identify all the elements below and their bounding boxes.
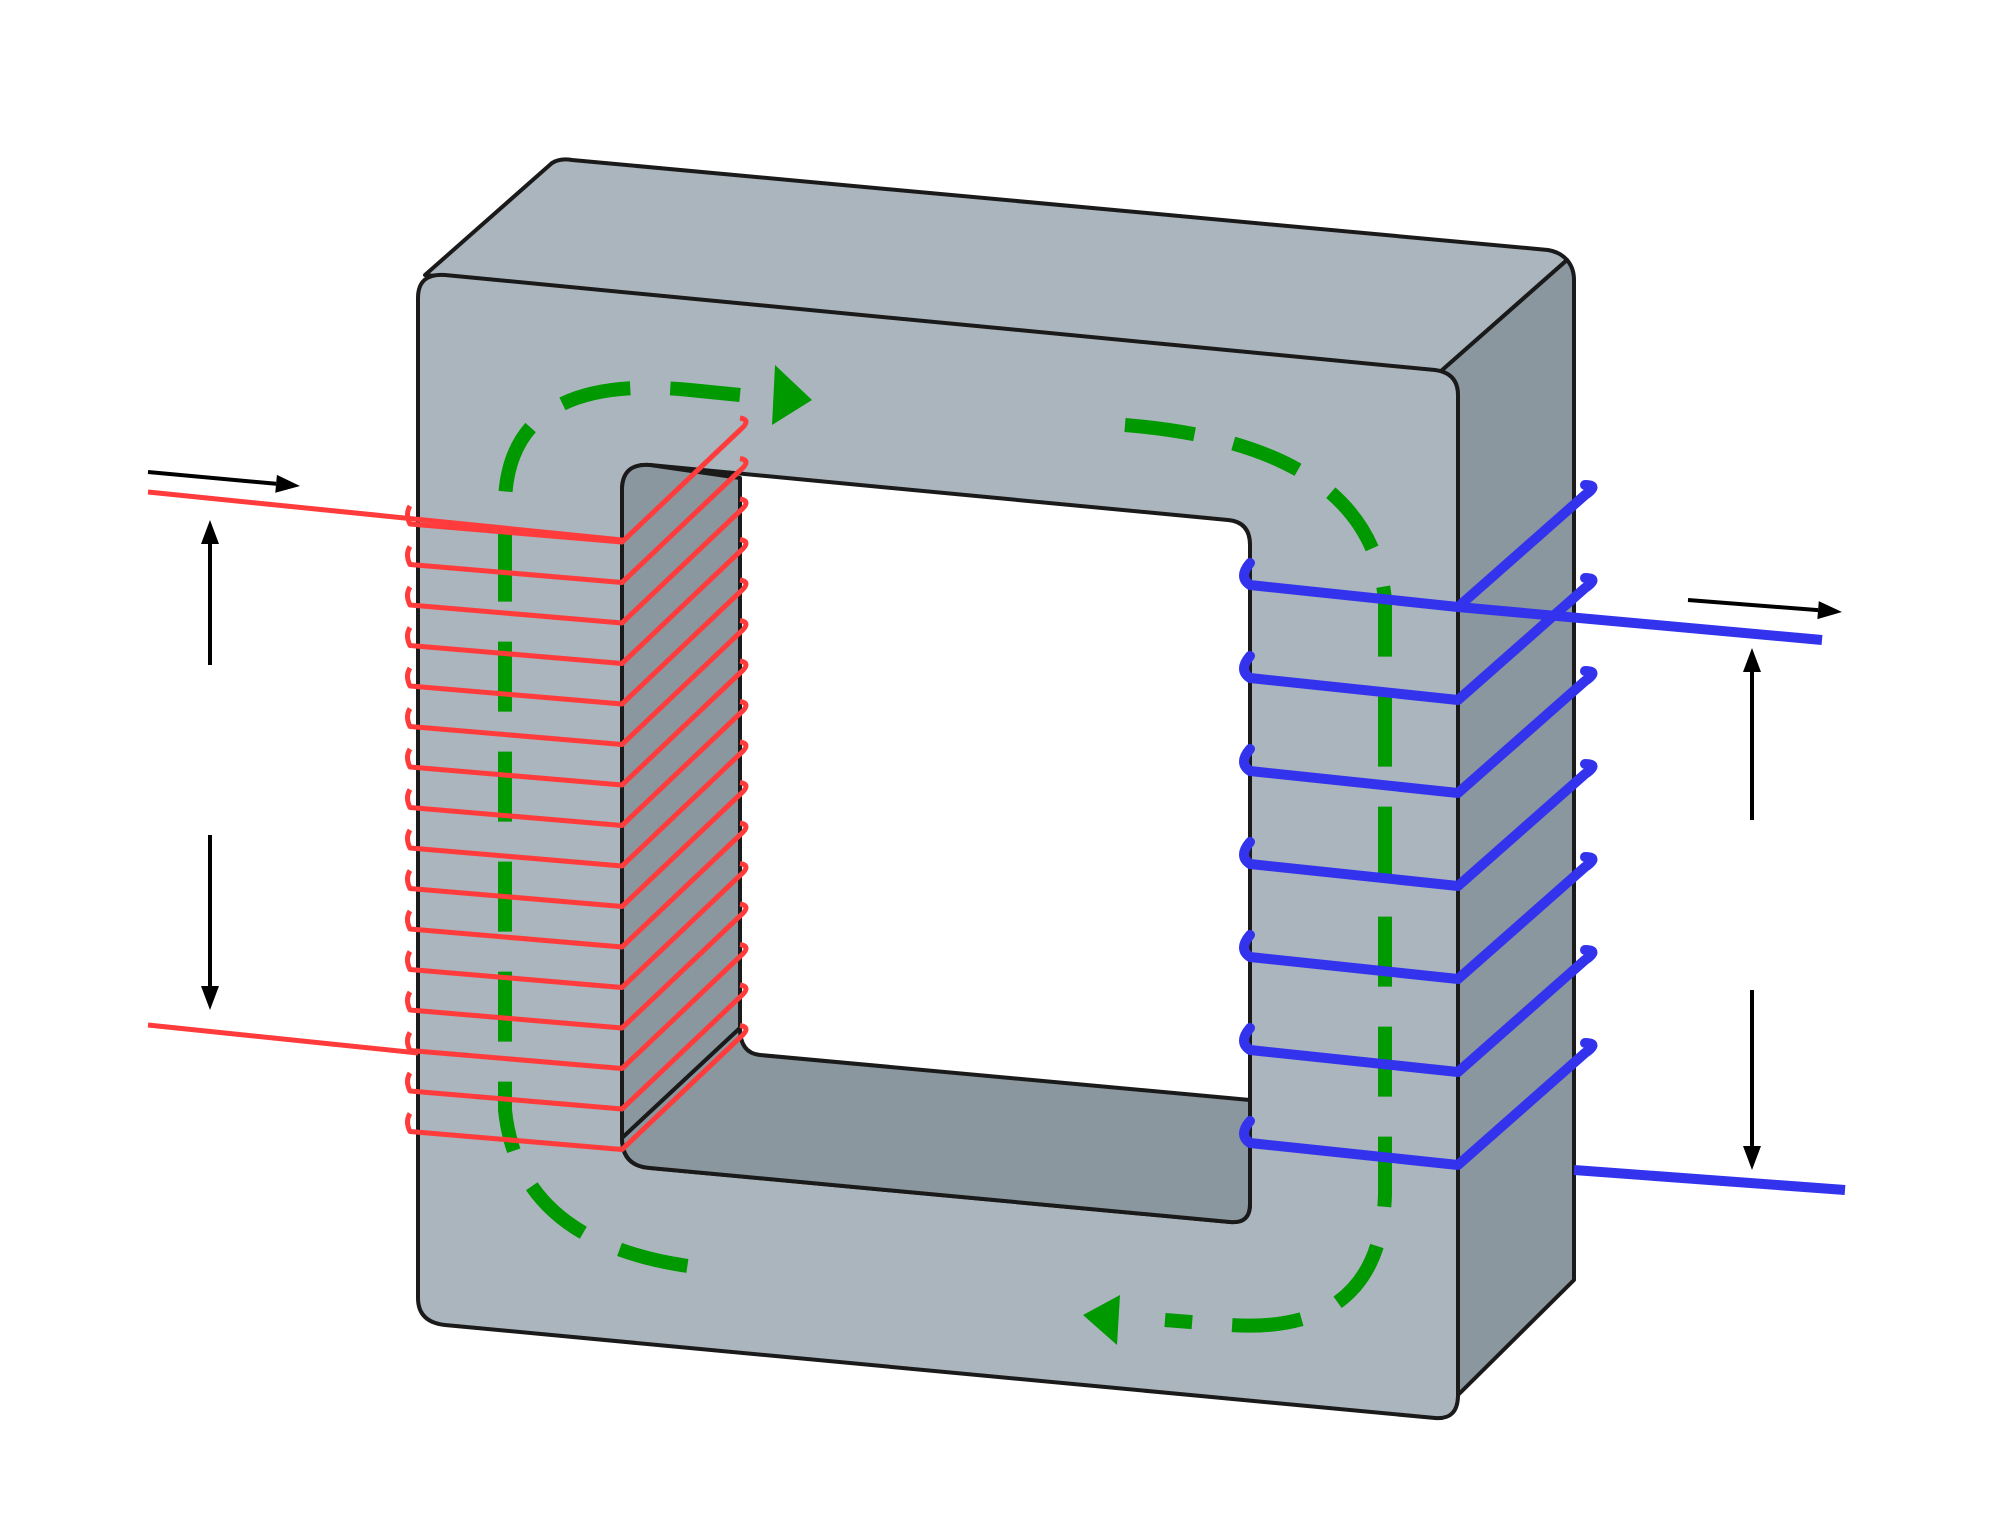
primary-turn [405,658,749,788]
primary-voltage-arrow-up [201,520,219,665]
secondary-lead-top [1457,602,1823,645]
secondary-turn [1239,1038,1598,1170]
arrow-head-icon [1743,648,1761,672]
arrow-shaft [147,470,277,486]
primary-turn [405,456,749,585]
arrow-head-icon [201,986,219,1010]
secondary-turn [1239,945,1598,1077]
primary-voltage-arrow-down [201,835,219,1010]
primary-turn [405,415,749,545]
core-right-face [1438,258,1576,1397]
primary-turn [405,577,749,707]
flux-line-left [498,380,741,1277]
primary-turn [405,820,749,950]
secondary-current-arrow [1687,598,1842,620]
primary-turn [405,699,749,828]
secondary-turn [1239,759,1598,891]
secondary-voltage-arrow-down [1743,990,1761,1170]
primary-turn [405,618,749,747]
primary-turn [405,901,749,1031]
primary-turn [405,496,749,626]
primary-lead-bottom [147,1022,419,1056]
secondary-turn [1239,573,1598,705]
window-bottom-wall [620,1026,1252,1225]
secondary-turn [1239,852,1598,984]
primary-turn [405,861,749,990]
secondary-lead-bottom [1573,1165,1846,1195]
primary-current-arrow [147,470,300,493]
arrow-head-icon [1817,601,1842,620]
flux-arrow-right-icon [772,365,812,425]
primary-turn [405,780,749,909]
primary-turn [405,1023,749,1152]
core-top-face [423,157,1569,374]
primary-turn [405,537,749,666]
annotation-arrows [147,470,1842,1170]
secondary-voltage-arrow-up [1743,648,1761,820]
arrow-head-icon [201,520,219,544]
primary-turn [405,942,749,1071]
primary-lead-top [147,489,623,543]
primary-turn [405,982,749,1112]
core-front-face [416,272,1460,1421]
arrow-head-icon [1743,1146,1761,1170]
primary-winding [147,415,749,1152]
primary-turn [405,739,749,869]
secondary-winding [1239,480,1846,1195]
arrow-shaft [1687,598,1819,613]
secondary-turn [1239,666,1598,798]
arrow-head-icon [275,474,300,493]
flux-arrow-left-icon [1083,1295,1120,1345]
